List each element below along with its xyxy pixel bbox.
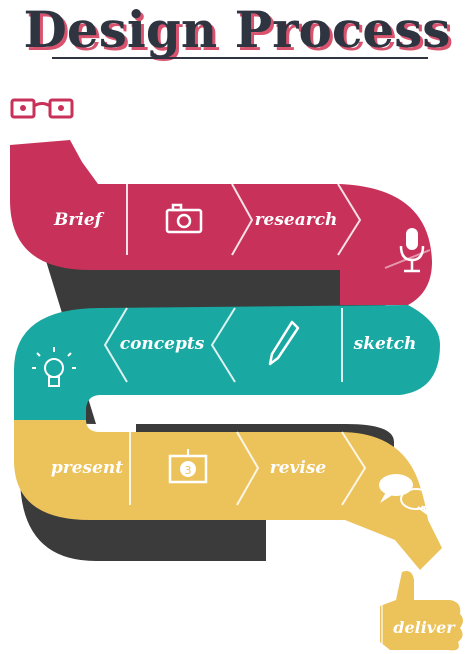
step-deliver-label: deliver [393, 618, 456, 637]
speech-bubbles-icon [379, 474, 432, 517]
step-brief-label: Brief [53, 210, 105, 230]
camera-icon [165, 203, 203, 234]
yellow-segment [14, 420, 442, 570]
title-shadow: Design Process [27, 3, 454, 62]
teal-segment [14, 305, 440, 420]
presentation-badge: 3 [185, 464, 192, 477]
step-present-label: present [51, 458, 123, 478]
step-research-label: research [255, 210, 338, 230]
page-title: Design Process Design Process [24, 0, 454, 62]
step-sketch-label: sketch [353, 334, 417, 354]
pencil-icon [268, 320, 300, 366]
step-concepts-label: concepts [120, 334, 205, 354]
thumbs-up-icon [380, 571, 463, 651]
step-revise-label: revise [270, 458, 327, 478]
presentation-board-icon: 3 [168, 449, 208, 484]
microphone-icon [399, 228, 425, 273]
lightbulb-icon [32, 347, 76, 387]
glasses-icon [10, 98, 74, 119]
title-text: Design Process [24, 0, 451, 59]
